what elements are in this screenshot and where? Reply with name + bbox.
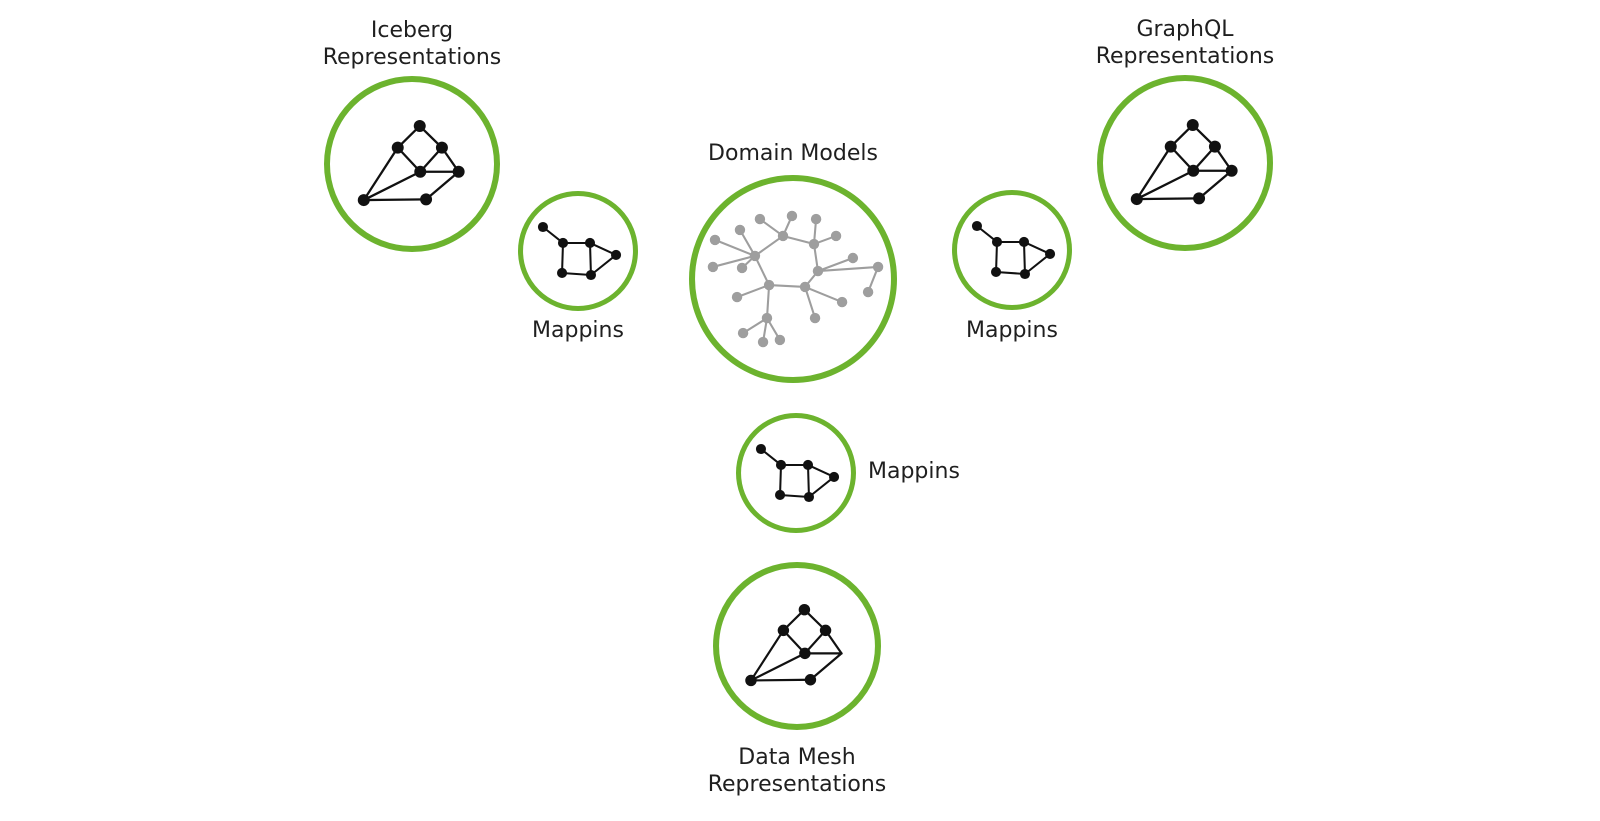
iceberg-circle-graph [324,76,500,252]
graphql-label-line2: Representations [1095,44,1275,69]
data-mesh-label-line2: Representations [707,772,887,797]
data-mesh-label: Data Mesh Representations [647,744,947,798]
mappins-bottom-label: Mappins [868,459,960,484]
mappins-left-circle-graph [518,191,638,311]
graphql-circle-graph [1097,75,1273,251]
domain-models-label: Domain Models [708,141,878,166]
data-mesh-label-line1: Data Mesh [738,745,856,770]
mappins-left-label: Mappins [532,318,624,343]
iceberg-label-line1: Iceberg [370,18,454,43]
iceberg-label-line2: Representations [322,45,502,70]
mappins-bottom-circle-graph [736,413,856,533]
graphql-label-line1: GraphQL [1136,17,1234,42]
graphql-label: GraphQL Representations [1035,16,1335,70]
iceberg-label: Iceberg Representations [262,17,562,71]
domain-models-circle-graph [689,175,897,383]
mappins-right-circle-graph [952,190,1072,310]
data-mesh-circle-graph [713,562,881,730]
mappins-right-label: Mappins [966,318,1058,343]
